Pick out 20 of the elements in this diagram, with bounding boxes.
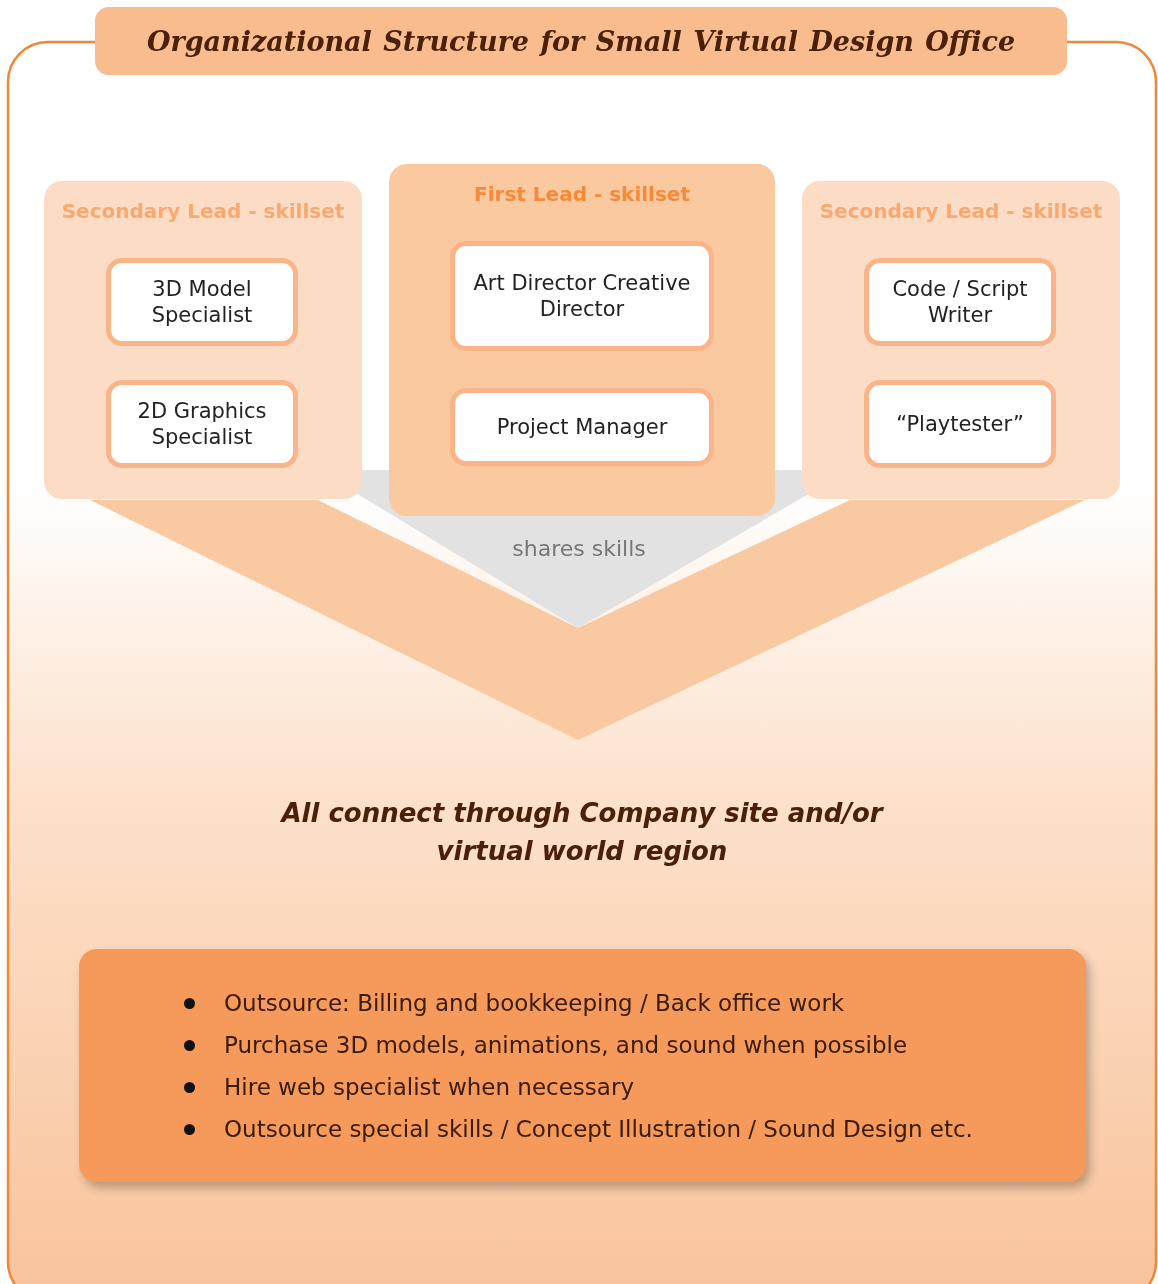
list-item-text: Hire web specialist when necessary <box>224 1073 634 1100</box>
skill-panel <box>802 181 1120 499</box>
list-item-text: Outsource: Billing and bookkeeping / Back office work <box>224 989 845 1016</box>
title-banner: Organizational Structure for Small Virtual Design Office <box>95 7 1067 75</box>
panel-heading: First Lead - skillset <box>473 182 691 206</box>
role-box: Code / Script Writer <box>864 258 1056 346</box>
skill-panel <box>389 164 775 516</box>
skill-panel <box>44 181 362 499</box>
task-list-box <box>79 949 1086 1182</box>
annotation-text: shares skills <box>511 536 647 561</box>
panel-heading: Secondary Lead - skillset <box>60 199 346 223</box>
list-item-text: Purchase 3D models, animations, and sound when possible <box>224 1031 908 1058</box>
role-box: 3D Model Specialist <box>106 258 298 346</box>
role-box: 2D Graphics Specialist <box>106 380 298 468</box>
role-box: “Playtester” <box>864 380 1056 468</box>
list-item-text: Outsource special skills / Concept Illustration / Sound Design etc. <box>224 1115 973 1142</box>
caption-text: All connect through Company site and/or virtual world region <box>280 797 884 868</box>
role-box: Art Director Creative Director <box>450 241 714 351</box>
role-box: Project Manager <box>450 388 714 466</box>
panel-heading: Secondary Lead - skillset <box>818 199 1104 223</box>
